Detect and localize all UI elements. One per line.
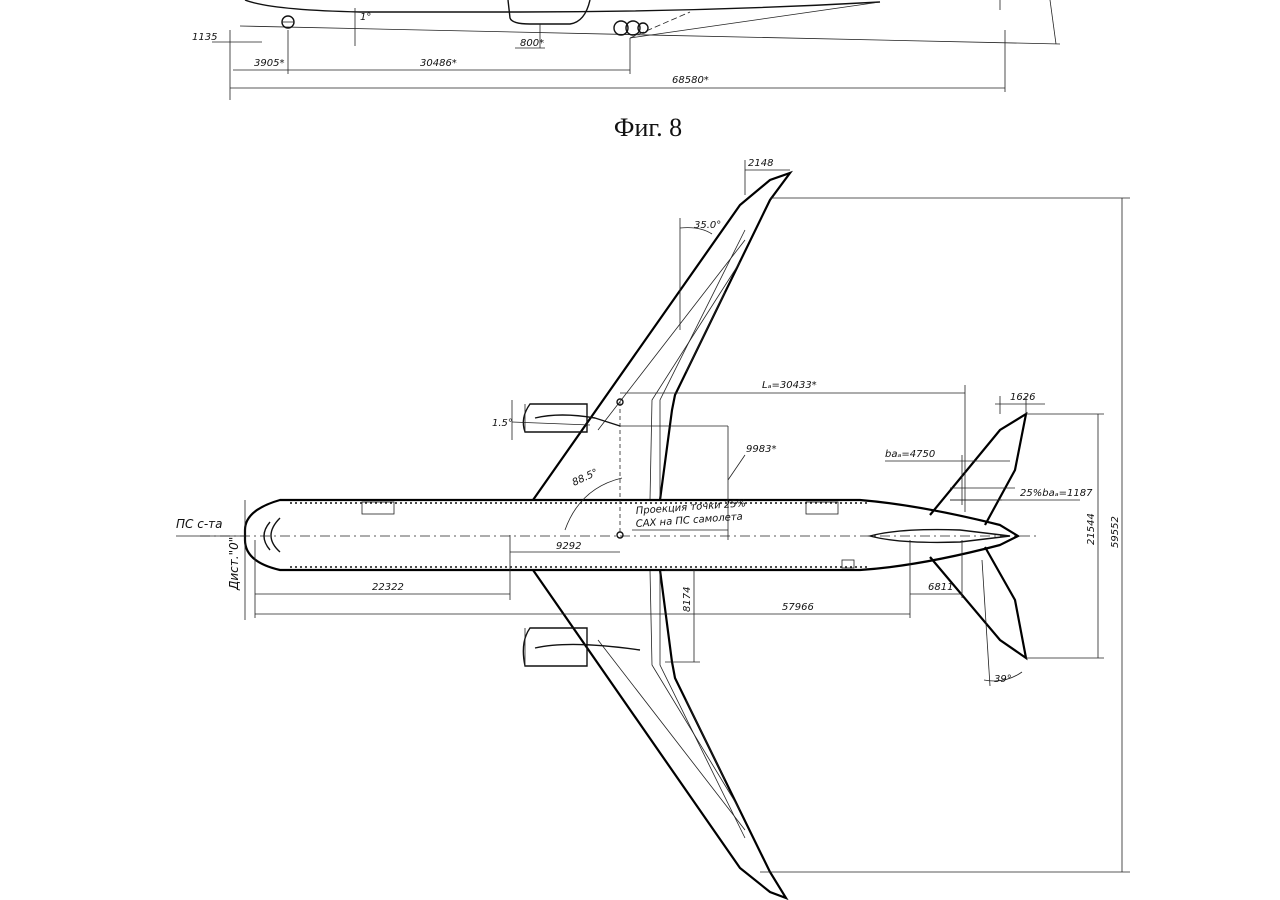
ps-line-label: ПС с-та bbox=[176, 517, 223, 531]
side-dim-1135: 1135 bbox=[192, 32, 217, 43]
door-lower-1 bbox=[841, 559, 855, 569]
dim-9983: 9983* bbox=[746, 444, 776, 455]
door-upper-2 bbox=[805, 501, 839, 515]
side-dim-30486: 30486* bbox=[420, 58, 457, 69]
side-angle-label: 1° bbox=[360, 12, 371, 23]
dim-8174: 8174 bbox=[682, 587, 693, 612]
plan-view: 2148 35.0° 59552 21544 1626 baₐ=4750 25%… bbox=[176, 158, 1130, 900]
dim-ba: baₐ=4750 bbox=[885, 449, 935, 460]
cockpit-windows bbox=[263, 517, 281, 553]
projection-point bbox=[616, 531, 624, 539]
lower-wing-spar bbox=[597, 569, 746, 831]
upper-engine bbox=[522, 403, 588, 433]
dim-sweep: 35.0° bbox=[694, 220, 721, 231]
side-height-dim bbox=[1049, 0, 1057, 45]
side-fuselage-lower bbox=[244, 0, 881, 13]
dim-57966: 57966 bbox=[782, 602, 814, 613]
side-tail-angle-line bbox=[629, 11, 691, 39]
side-engine bbox=[507, 0, 591, 25]
lower-stabilizer bbox=[929, 546, 1028, 661]
side-view: 1° 800* 1135 3905* 30486* 68580* bbox=[192, 0, 1061, 100]
lower-wing bbox=[532, 569, 789, 900]
dim-mac: Lₐ=30433* bbox=[762, 380, 817, 391]
upper-wing-spar bbox=[597, 239, 746, 501]
side-main-gear-2 bbox=[625, 20, 641, 36]
dim-tail-angle: 39° bbox=[994, 674, 1012, 685]
dim-22322: 22322 bbox=[372, 582, 404, 593]
dim-9292: 9292 bbox=[556, 541, 581, 552]
dim-6811: 6811 bbox=[928, 582, 953, 593]
apu-cone bbox=[867, 528, 1011, 544]
dim-21544: 21544 bbox=[1086, 513, 1097, 545]
upper-stabilizer bbox=[929, 411, 1028, 526]
side-dim-68580: 68580* bbox=[672, 75, 709, 86]
side-dim-800: 800* bbox=[520, 38, 544, 49]
side-dim-3905: 3905* bbox=[254, 58, 284, 69]
side-ground-line bbox=[239, 25, 1061, 45]
upper-wing bbox=[532, 170, 794, 501]
dim-885: 88.5° bbox=[571, 467, 600, 488]
side-main-gear-3 bbox=[637, 22, 649, 34]
fuselage bbox=[243, 498, 1021, 572]
dim-1626: 1626 bbox=[1010, 392, 1035, 403]
side-rear-taper bbox=[629, 1, 881, 39]
side-main-gear-1 bbox=[613, 20, 629, 36]
figure-caption: Фиг. 8 bbox=[614, 113, 682, 142]
dist-zero-label: Дист."0" bbox=[227, 537, 241, 591]
dim-wingtip: 2148 bbox=[748, 158, 773, 169]
dim-dihedral: 1.5° bbox=[492, 418, 513, 429]
dim-59552: 59552 bbox=[1110, 516, 1121, 548]
door-upper-1 bbox=[361, 501, 395, 515]
dim-ba25: 25%baₐ=1187 bbox=[1020, 488, 1093, 499]
